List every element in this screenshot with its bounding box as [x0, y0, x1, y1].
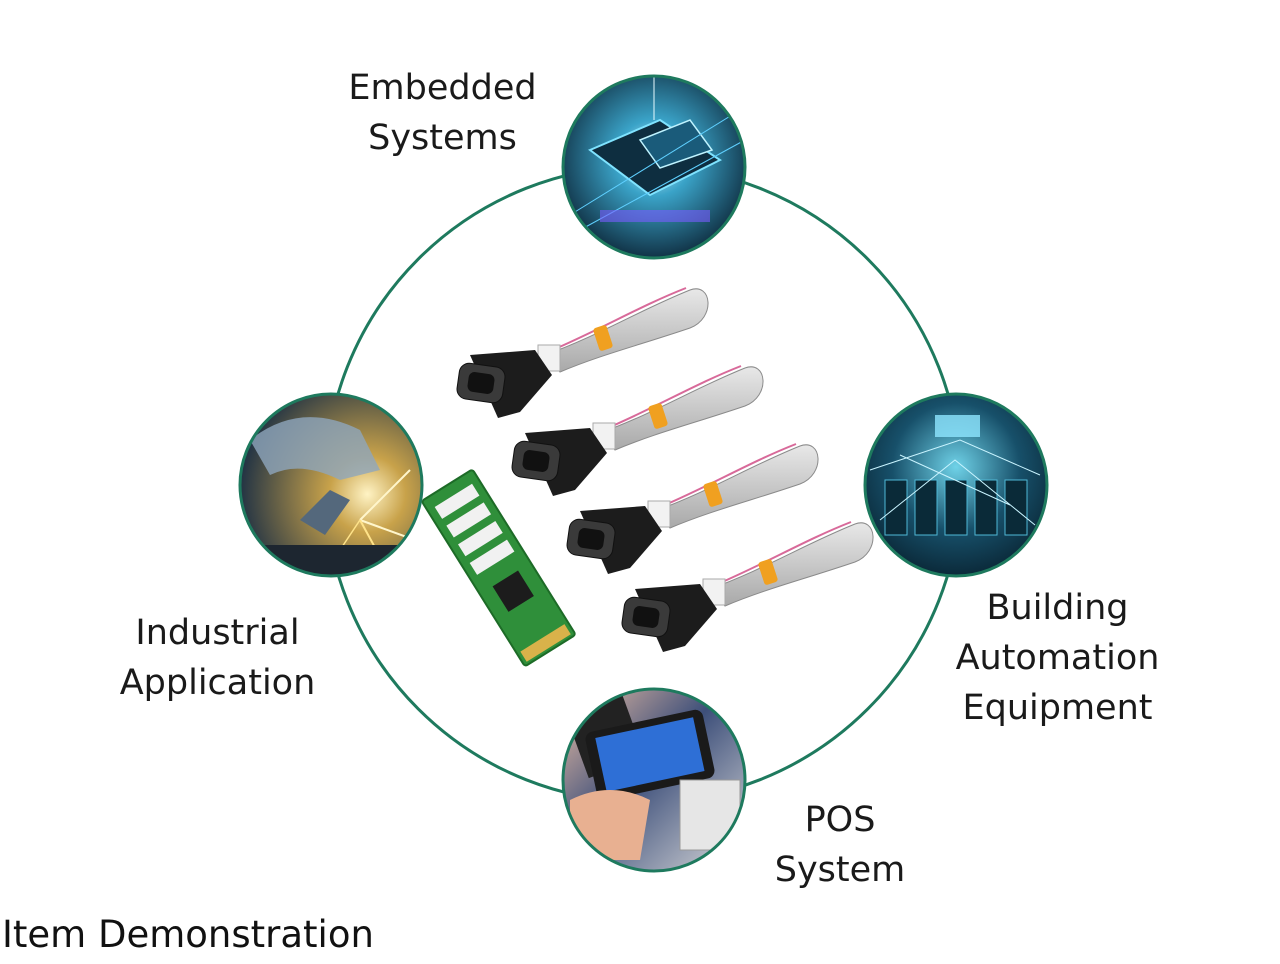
network-server-image: [863, 392, 1049, 578]
db9-cable: [456, 287, 709, 418]
db9-cable: [621, 521, 874, 652]
payment-terminal-image: [561, 687, 747, 873]
db9-cable: [511, 365, 764, 496]
m2-serial-card-image: [421, 469, 576, 667]
db9-serial-cable-image: [456, 287, 874, 652]
caption: Item Demonstration: [2, 913, 374, 956]
db9-cable: [566, 443, 819, 574]
welding-robot-image: [238, 392, 424, 578]
circuit-chip-image: [561, 74, 747, 260]
